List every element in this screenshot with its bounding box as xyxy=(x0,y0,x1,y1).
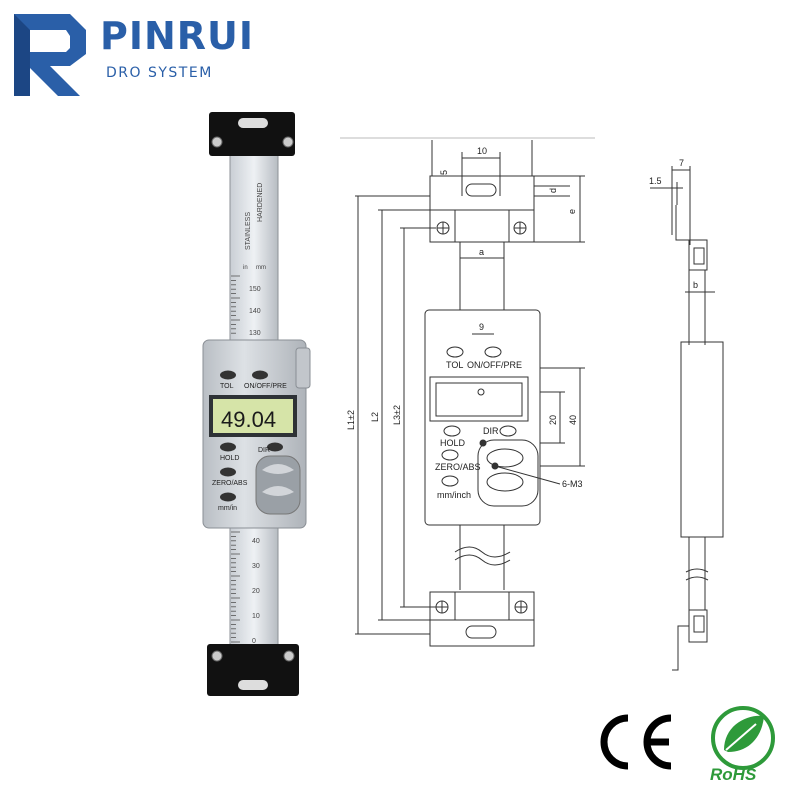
screw-icon xyxy=(211,650,223,662)
dir-button xyxy=(499,425,517,437)
label-zero: ZERO/ABS xyxy=(435,462,481,472)
label-mm: mm/inch xyxy=(437,490,471,500)
side-technical-drawing: 7 1.5 b xyxy=(649,158,724,671)
unit-mm: mm xyxy=(256,265,266,271)
zero-button[interactable] xyxy=(220,467,236,477)
tick-label: 30 xyxy=(252,563,260,570)
hold-label: HOLD xyxy=(220,455,239,462)
bottom-bracket xyxy=(207,644,299,696)
hold-button xyxy=(443,425,461,437)
tick-label: 0 xyxy=(252,638,256,645)
lcd-screen xyxy=(213,399,293,433)
rohs-text: RoHS xyxy=(710,765,757,784)
brand-subtitle: DRO SYSTEM xyxy=(106,65,213,81)
dim-b: b xyxy=(693,280,698,290)
screw-icon xyxy=(211,136,223,148)
onoff-label: ON/OFF/PRE xyxy=(244,383,287,390)
brand-name: PINRUI xyxy=(100,14,255,58)
tick-label: 130 xyxy=(249,330,261,337)
mm-in-button xyxy=(441,475,459,487)
label-dir: DIR xyxy=(483,426,499,436)
dim-40: 40 xyxy=(568,415,578,425)
zero-label: ZERO/ABS xyxy=(212,480,248,487)
onoff-button xyxy=(484,346,502,358)
pinrui-logo-icon xyxy=(14,14,86,96)
tick-label: 10 xyxy=(252,613,260,620)
label-hold: HOLD xyxy=(440,438,466,448)
tol-button[interactable] xyxy=(220,370,236,380)
tick-label: 140 xyxy=(249,308,261,315)
dim-5: 5 xyxy=(439,170,449,175)
dim-l1: L1±2 xyxy=(346,410,356,430)
ce-mark: CE xyxy=(595,712,672,770)
hold-button[interactable] xyxy=(220,442,236,452)
dim-l2: L2 xyxy=(370,412,380,422)
scale-ticks-upper xyxy=(231,275,240,334)
tol-label: TOL xyxy=(220,383,234,390)
front-technical-drawing: 10 5 d e a 9 20 40 L1±2 L2 L3±2 TOL ON/O… xyxy=(340,137,595,647)
mm-in-button[interactable] xyxy=(220,492,236,502)
screw-icon xyxy=(282,136,294,148)
lcd-value: 49.04 xyxy=(221,407,276,432)
dim-20: 20 xyxy=(548,415,558,425)
top-bracket xyxy=(209,112,295,156)
tick-label: 40 xyxy=(252,538,260,545)
label-tol: TOL xyxy=(446,360,463,370)
tick-label: 150 xyxy=(249,286,261,293)
dir-label: DIR xyxy=(258,447,270,454)
onoff-button[interactable] xyxy=(252,370,268,380)
label-onoff: ON/OFF/PRE xyxy=(467,360,522,370)
product-photo: STAINLESS HARDENED in mm 150 140 130 TOL… xyxy=(202,112,311,696)
dim-d: d xyxy=(548,188,558,193)
mm-in-label: mm/in xyxy=(218,505,237,512)
dim-l3: L3±2 xyxy=(392,405,402,425)
dim-a: a xyxy=(479,247,484,257)
label-screw: 6-M3 xyxy=(562,479,583,489)
zero-button xyxy=(441,449,459,461)
scale-text-stainless: STAINLESS xyxy=(245,212,252,250)
dim-10: 10 xyxy=(477,146,487,156)
dim-9: 9 xyxy=(479,322,484,332)
tick-label: 20 xyxy=(252,588,260,595)
scale-text-hardened: HARDENED xyxy=(257,183,264,222)
screw-icon xyxy=(283,650,295,662)
dir-button[interactable] xyxy=(267,442,283,452)
dim-e: e xyxy=(567,209,577,214)
tol-button xyxy=(446,346,464,358)
rohs-badge: RoHS xyxy=(710,706,775,784)
ce-text: CE xyxy=(595,712,597,713)
dim-7: 7 xyxy=(679,158,684,168)
unit-in: in xyxy=(243,265,248,271)
dim-1-5: 1.5 xyxy=(649,176,662,186)
scale-ticks-lower xyxy=(231,531,240,643)
